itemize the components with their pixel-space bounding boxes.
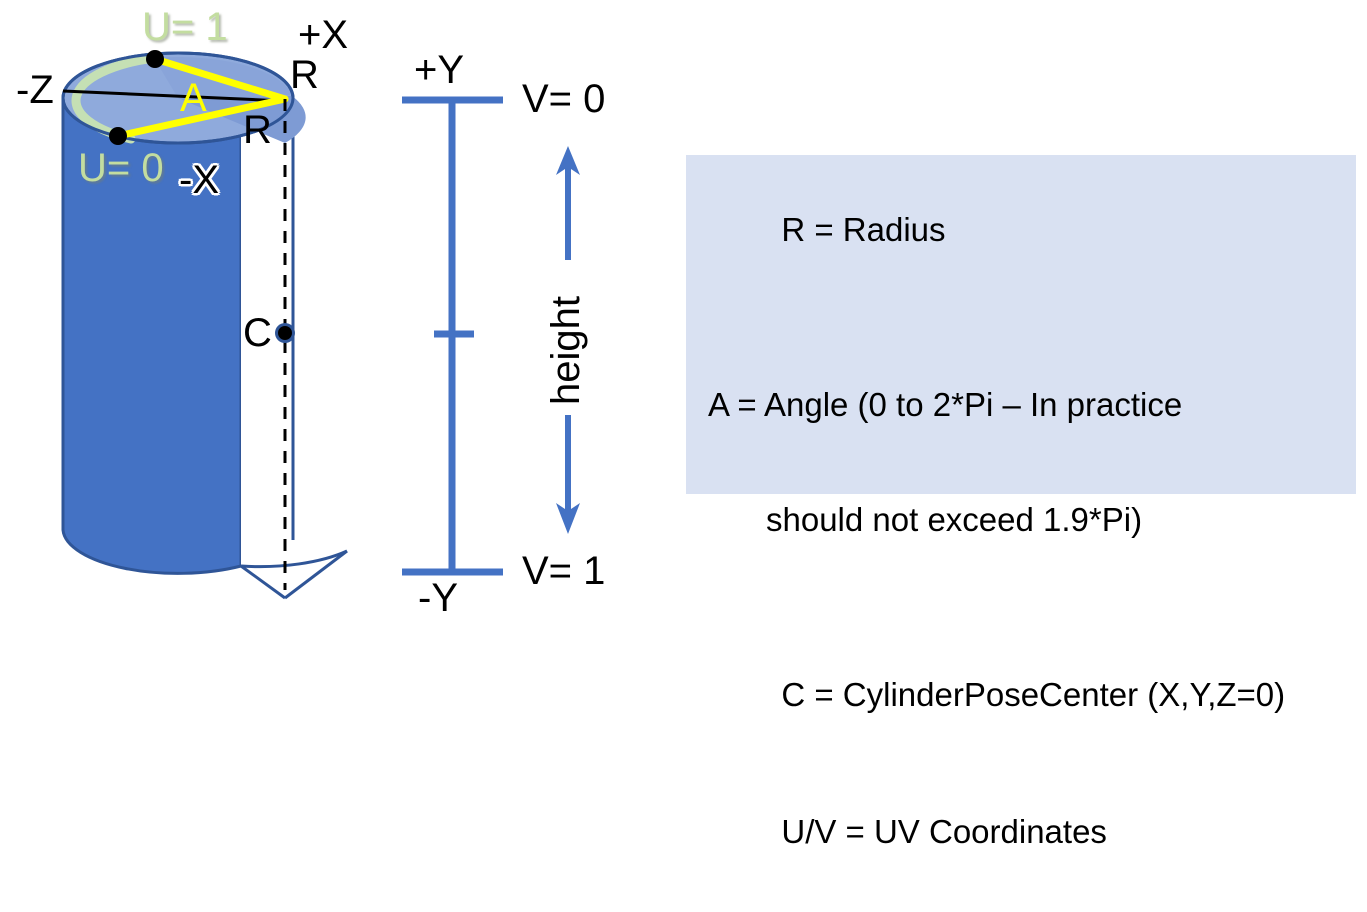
label-height: height [544, 296, 588, 405]
label-plus-y: +Y [414, 48, 465, 92]
angle-radius-upper [151, 55, 289, 103]
diagram-canvas: U= 1 U= 0 +X -X -Z A R R C +Y -Y V= 0 V=… [16, 5, 1356, 850]
label-radius-top: R [290, 53, 319, 97]
legend-item-center-line1: C = CylinderPoseCenter (X,Y,Z=0) [781, 676, 1286, 714]
cylinder-seam-face [241, 134, 285, 598]
center-point-marker [278, 326, 292, 340]
label-u-zero: U= 0 [78, 146, 164, 190]
legend-item-angle-line1: A = Angle (0 to 2*Pi – In practice [708, 386, 1183, 424]
cylinder-bottom-arc [240, 549, 348, 569]
label-minus-z: -Z [16, 68, 54, 112]
cylinder-bottom-seam-line [240, 564, 286, 600]
cylinder-bottom-plusx-line [284, 549, 348, 600]
legend-item-angle-line2: should not exceed 1.9*Pi) [766, 501, 1143, 539]
label-minus-y: -Y [418, 576, 458, 620]
cylinder-bottom-wedge [241, 551, 347, 598]
legend-item-uv-line1: U/V = UV Coordinates [781, 812, 1107, 850]
label-angle-a: A [180, 76, 207, 120]
legend-panel: R = Radius A = Angle (0 to 2*Pi – In pra… [686, 155, 1356, 850]
cylinder-top-ellipse-outline [61, 51, 295, 145]
label-u-one: U= 1 [142, 5, 228, 49]
label-v-bottom: V= 1 [522, 549, 606, 593]
u-zero-point [109, 127, 127, 145]
legend-item-uv: U/V = UV Coordinates [708, 775, 1346, 890]
label-plus-x: +X [298, 13, 349, 57]
label-radius-bottom: R [243, 108, 272, 152]
label-v-top: V= 0 [522, 77, 606, 121]
label-center-c: C [243, 311, 272, 355]
height-arrow-up-head [556, 146, 580, 175]
legend-item-center: C = CylinderPoseCenter (X,Y,Z=0) [708, 638, 1346, 753]
legend-item-radius: R = Radius [708, 173, 1346, 288]
height-arrow-down-head [556, 503, 580, 534]
angle-radius-lower [114, 95, 289, 140]
minus-z-axis-line [62, 89, 286, 103]
u-one-point [146, 50, 164, 68]
cylinder-top-open-wedge [178, 96, 306, 143]
label-minus-x: -X [179, 158, 219, 202]
uv-sweep-arc [71, 53, 159, 144]
legend-item-radius-line1: R = Radius [781, 211, 946, 249]
legend-item-angle: A = Angle (0 to 2*Pi – In practice shoul… [708, 310, 1346, 616]
cylinder-uv-diagram [61, 50, 580, 600]
